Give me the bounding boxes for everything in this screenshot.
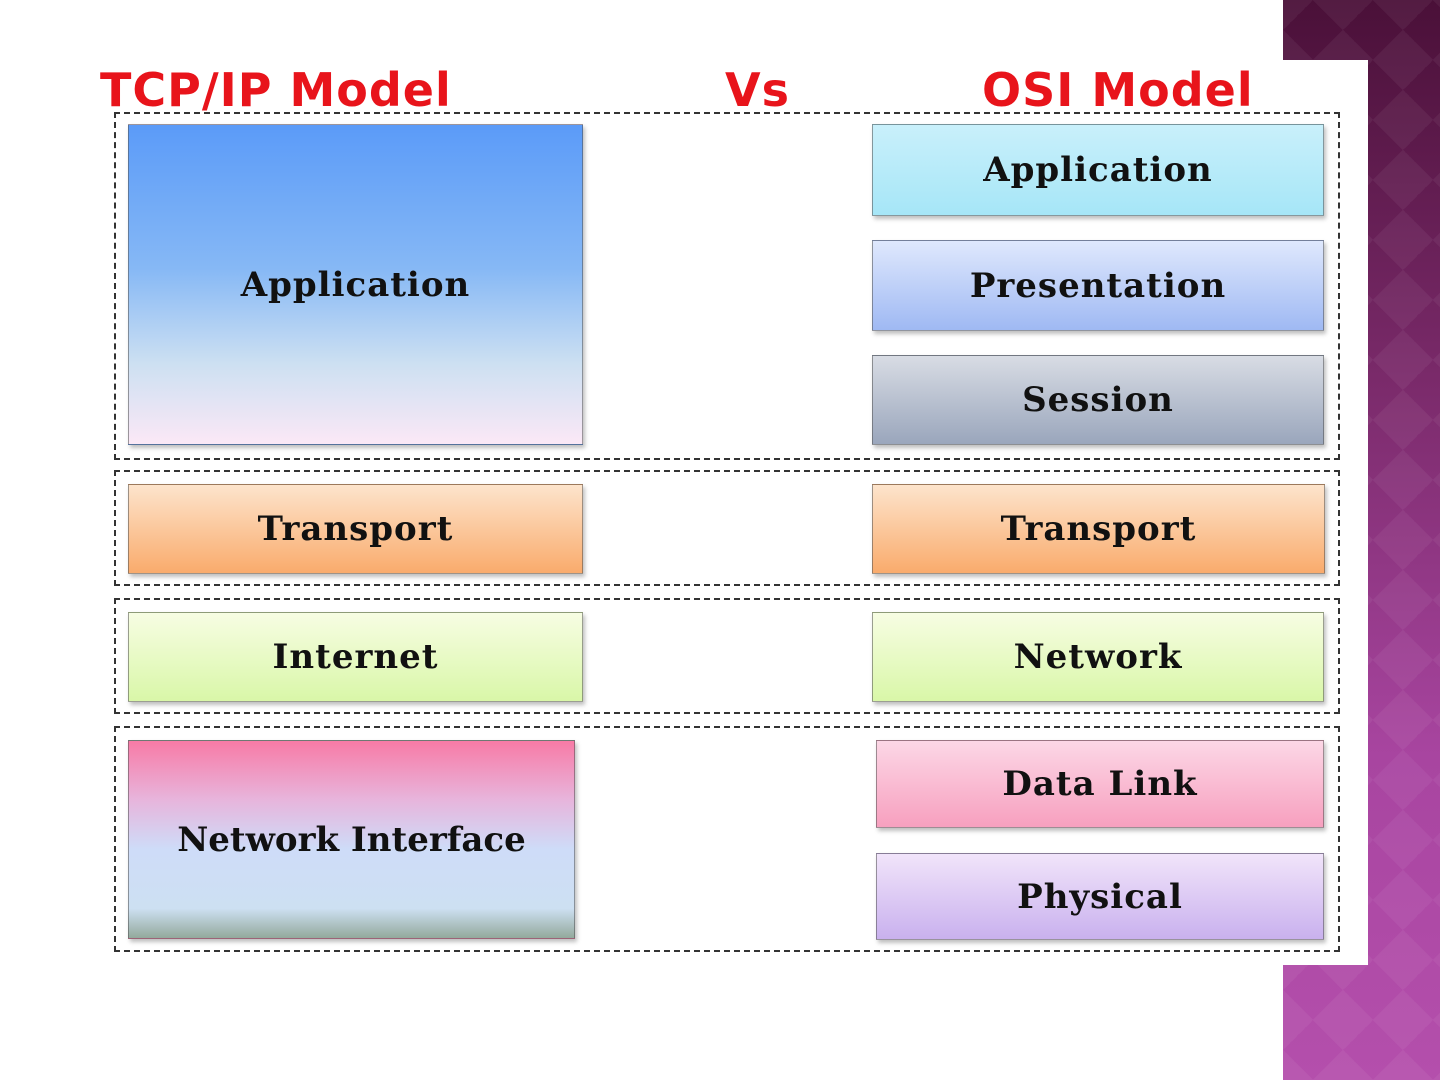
osi-presentation-layer: Presentation bbox=[872, 240, 1324, 331]
versus-label: Vs bbox=[725, 62, 790, 118]
tcpip-model-title: TCP/IP Model bbox=[100, 62, 452, 118]
osi-model-title: OSI Model bbox=[982, 62, 1254, 118]
osi-transport-layer: Transport bbox=[872, 484, 1325, 574]
osi-network-layer: Network bbox=[872, 612, 1324, 702]
osi-session-layer: Session bbox=[872, 355, 1324, 445]
tcpip-application-layer: Application bbox=[128, 124, 583, 445]
osi-physical-layer: Physical bbox=[876, 853, 1324, 940]
osi-application-layer: Application bbox=[872, 124, 1324, 216]
tcpip-network-interface-layer: Network Interface bbox=[128, 740, 575, 939]
tcpip-transport-layer: Transport bbox=[128, 484, 583, 574]
tcpip-internet-layer: Internet bbox=[128, 612, 583, 702]
osi-data-link-layer: Data Link bbox=[876, 740, 1324, 828]
